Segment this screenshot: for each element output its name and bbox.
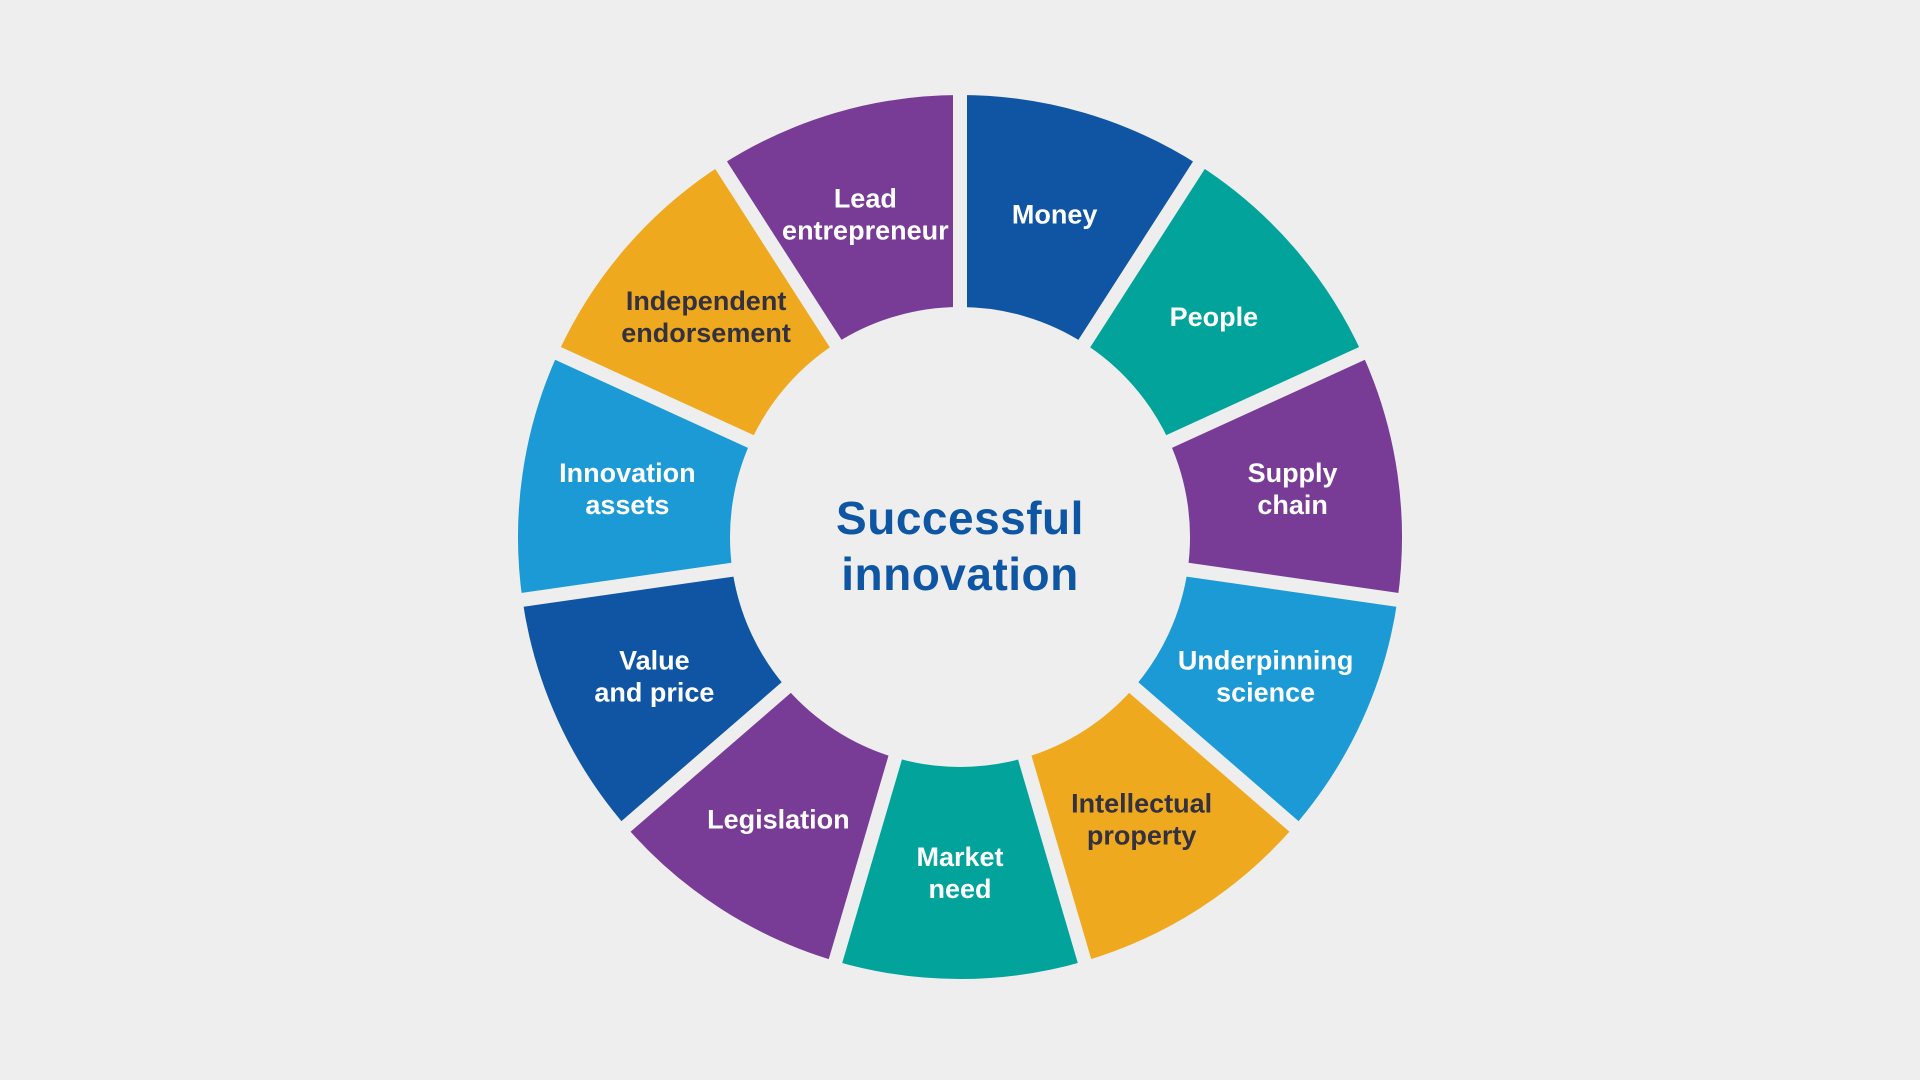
segment-money [960,95,1199,344]
segment-divider [1009,726,1097,981]
segment-legislation [625,687,896,962]
segment-divider [1062,146,1215,373]
segment-label-legislation: Legislation [707,805,850,835]
segment-divider [1139,339,1382,461]
segment-divider [503,558,764,610]
segment-divider [607,662,814,844]
segment-value-and-price [522,569,787,827]
chart-title-line-2: innovation [841,548,1079,600]
segment-people [1084,165,1363,442]
segment-divider [705,146,858,373]
segment-label-people: People [1170,302,1259,332]
segment-divider [1106,662,1313,844]
segment-intellectual-property [1024,687,1295,962]
segment-market-need [835,757,1085,980]
chart-title-line-1: Successful [836,491,1084,544]
segment-divider [538,339,781,461]
chart-title: Successful innovation [836,490,1084,602]
segment-independent-endorsement [557,165,836,442]
segment-label-money: Money [1012,200,1098,230]
segment-divider [1156,558,1417,610]
segment-underpinning-science [1133,569,1398,827]
segment-lead-entrepreneur [721,95,960,344]
segment-divider [823,726,911,981]
